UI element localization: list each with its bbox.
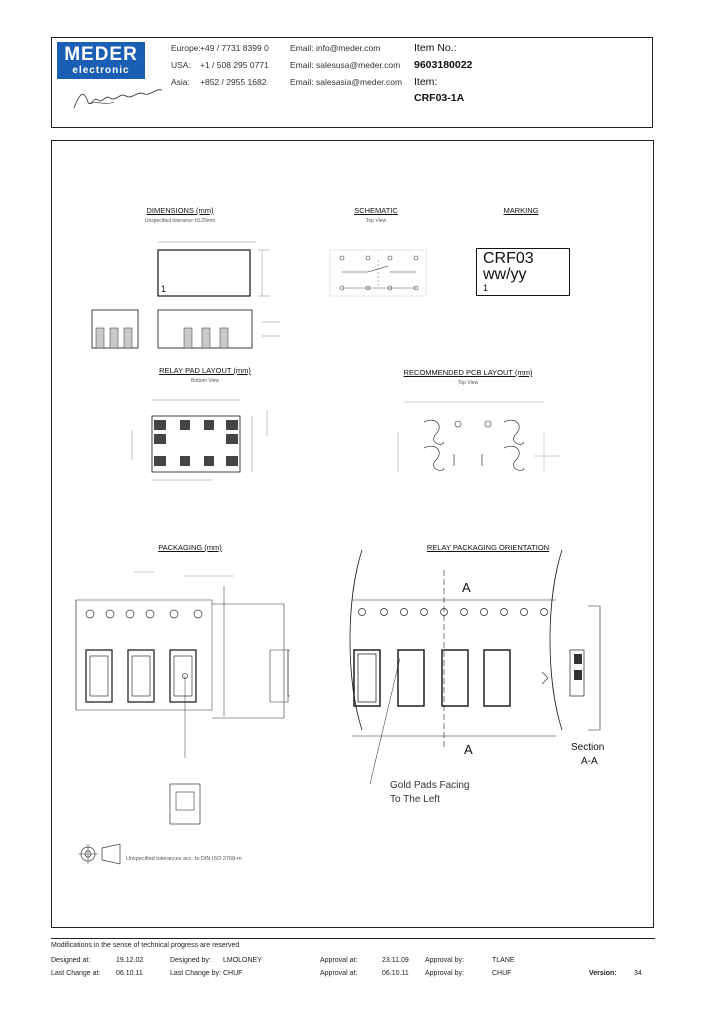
marking-line1: CRF03 bbox=[483, 250, 534, 267]
email-asia[interactable]: Email: salesasia@meder.com bbox=[290, 77, 403, 87]
dimensions-subtitle: Unspecified tolerance ±0.25mm bbox=[144, 218, 216, 224]
projection-symbol-icon bbox=[78, 843, 121, 865]
orientation-drawing bbox=[349, 550, 601, 785]
header-box bbox=[51, 37, 653, 128]
marking-pin: 1 bbox=[483, 283, 489, 293]
email-europe[interactable]: Email: info@meder.com bbox=[290, 43, 381, 53]
last-approval-by-label: Approval by: bbox=[425, 970, 464, 977]
orientation-title: RELAY PACKAGING ORIENTATION bbox=[426, 543, 550, 552]
designed-at-label: Designed at: bbox=[51, 957, 91, 964]
section-marker-bottom: A bbox=[464, 742, 473, 757]
phone-asia: +852 / 2955 1682 bbox=[200, 77, 267, 87]
designed-by-label: Designed by: bbox=[170, 957, 211, 964]
contact-phones: +49 / 7731 8399 0 +1 / 508 295 0771 +852… bbox=[200, 40, 269, 91]
approval-by-label: Approval by: bbox=[425, 957, 464, 964]
contact-emails: Email: info@meder.com Email: salesusa@me… bbox=[290, 40, 402, 91]
meder-logo: MEDER electronic bbox=[57, 42, 145, 79]
dimensions-title: DIMENSIONS (mm) bbox=[146, 206, 214, 215]
gold-pads-note-2: To The Left bbox=[390, 794, 440, 805]
marking-title: MARKING bbox=[503, 206, 539, 215]
region-usa: USA: bbox=[171, 60, 191, 70]
approval-at-label: Approval at: bbox=[320, 957, 358, 964]
tape-side-view bbox=[212, 603, 290, 719]
schematic-title: SCHEMATIC bbox=[354, 206, 398, 215]
dimensions-pin-label: 1 bbox=[161, 284, 167, 294]
version-label: Version: bbox=[589, 970, 617, 977]
gold-pads-note-1: Gold Pads Facing bbox=[390, 780, 470, 791]
phone-europe: +49 / 7731 8399 0 bbox=[200, 43, 269, 53]
item-no-value: 9603180022 bbox=[414, 59, 473, 71]
last-approval-at-value: 06.10.11 bbox=[382, 970, 409, 977]
region-asia: Asia: bbox=[171, 77, 190, 87]
item-no-label: Item No.: bbox=[414, 42, 457, 54]
relay-pad-title: RELAY PAD LAYOUT (mm) bbox=[159, 366, 251, 375]
last-change-at-value: 06.10.11 bbox=[116, 970, 143, 977]
marking-line2: ww/yy bbox=[483, 266, 527, 283]
packaging-title: PACKAGING (mm) bbox=[158, 543, 222, 552]
schematic-subtitle: Top View bbox=[365, 218, 387, 224]
designed-at-value: 19.12.02 bbox=[116, 957, 144, 964]
contact-regions: Europe: USA: Asia: bbox=[171, 40, 201, 91]
drawing-frame bbox=[51, 140, 654, 928]
dimensions-drawing bbox=[91, 241, 280, 349]
phone-usa: +1 / 508 295 0771 bbox=[200, 60, 269, 70]
footer-note: Modifications in the sense of technical … bbox=[51, 942, 240, 949]
pcb-layout-drawing bbox=[397, 401, 560, 472]
pcb-layout-title: RECOMMENDED PCB LAYOUT (mm) bbox=[403, 368, 533, 377]
relay-pad-subtitle: Bottom View bbox=[191, 378, 219, 384]
last-approval-at-label: Approval at: bbox=[320, 970, 358, 977]
section-marker-top: A bbox=[462, 580, 471, 595]
tolerance-note: Unspecified tolerances acc. to DIN ISO 2… bbox=[126, 856, 242, 862]
last-change-by-value: CHUF bbox=[223, 970, 243, 977]
logo-text: MEDER bbox=[64, 44, 138, 65]
relay-pad-drawing bbox=[131, 399, 268, 481]
section-caption-2: A-A bbox=[581, 756, 598, 767]
relay-top-view bbox=[157, 249, 251, 297]
region-europe: Europe: bbox=[171, 43, 201, 53]
schematic-drawing bbox=[329, 249, 427, 297]
marking-box: CRF03 ww/yy 1 bbox=[476, 248, 570, 296]
last-approval-by-value: CHUF bbox=[492, 970, 512, 977]
packaging-drawing bbox=[75, 571, 289, 825]
item-label: Item: bbox=[414, 76, 438, 88]
designed-by-value: LMOLONEY bbox=[223, 957, 262, 964]
approval-at-value: 23.11.09 bbox=[382, 957, 409, 964]
tagline-signature bbox=[73, 89, 163, 109]
approval-by-value: TLANE bbox=[492, 957, 515, 964]
last-change-by-label: Last Change by: bbox=[170, 970, 221, 977]
section-caption-1: Section bbox=[571, 742, 605, 753]
footer-divider bbox=[51, 938, 655, 939]
email-usa[interactable]: Email: salesusa@meder.com bbox=[290, 60, 401, 70]
pcb-layout-subtitle: Top View bbox=[457, 380, 479, 386]
last-change-at-label: Last Change at: bbox=[51, 970, 101, 977]
logo-subtext: electronic bbox=[72, 65, 130, 76]
item-value: CRF03-1A bbox=[414, 92, 465, 104]
version-value: 34 bbox=[634, 970, 642, 977]
